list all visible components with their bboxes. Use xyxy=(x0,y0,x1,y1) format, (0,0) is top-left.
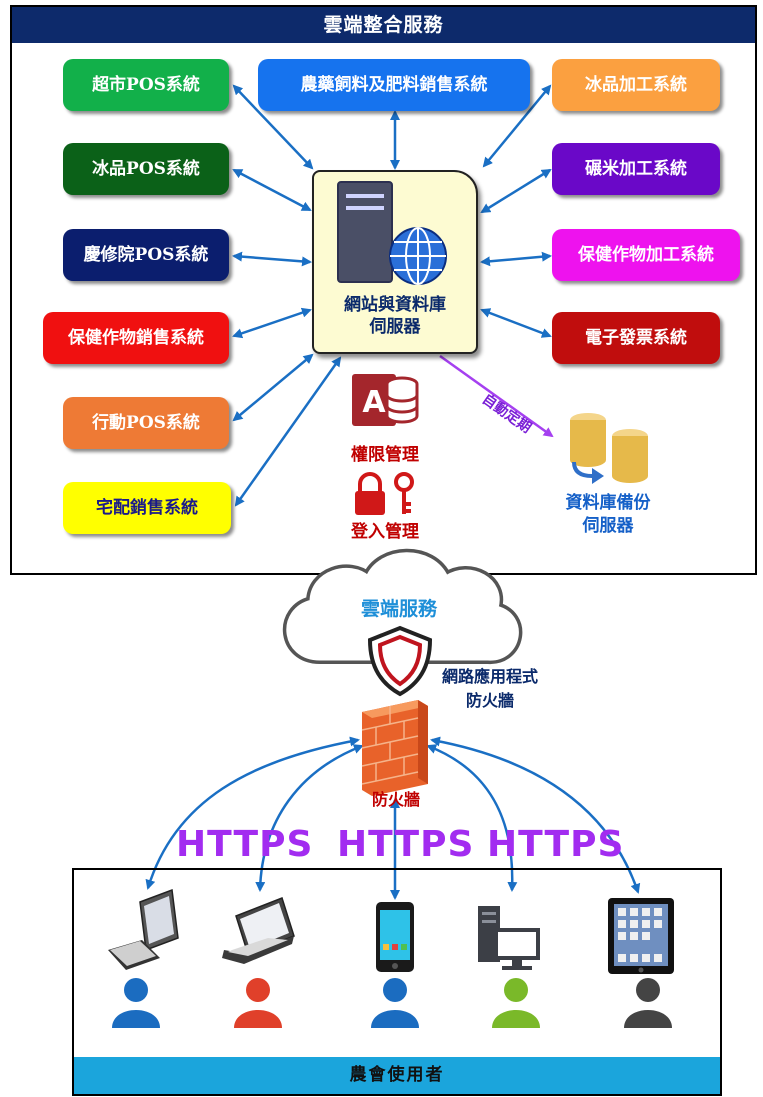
arrow-laptop xyxy=(255,744,364,892)
system-mobile-pos: 行動POS系統 xyxy=(63,397,229,449)
arrow-backup xyxy=(439,354,554,438)
users-bar: 農會使用者 xyxy=(74,1057,720,1094)
system-label: 電子發票系統 xyxy=(585,328,687,348)
system-health-processing: 保健作物加工系統 xyxy=(552,229,740,281)
cloud-label: 雲端服務 xyxy=(360,598,437,620)
desktop-computer-icon xyxy=(108,888,179,970)
users-panel xyxy=(72,868,722,1096)
desktop-tower-icon xyxy=(478,906,540,970)
server-globe-icon xyxy=(337,181,447,285)
arrow-ice-processing xyxy=(482,84,552,168)
database-backup-icon xyxy=(570,413,648,484)
user-person-icon xyxy=(492,978,540,1028)
tablet-icon xyxy=(608,898,674,974)
waf-label-line1: 網路應用程式 xyxy=(441,667,538,686)
https-label-right: HTTPS xyxy=(487,824,625,865)
system-label: 慶修院POS系統 xyxy=(83,245,209,265)
arrow-tablet xyxy=(430,736,641,894)
arrow-e-invoice xyxy=(480,308,552,338)
system-label: 保健作物加工系統 xyxy=(578,245,714,265)
web-database-server: 網站與資料庫 伺服器 xyxy=(312,170,478,354)
https-label-left: HTTPS xyxy=(176,824,314,865)
laptop-icon xyxy=(222,897,295,964)
firewall-label: 防火牆 xyxy=(371,790,420,809)
system-label: 超市POS系統 xyxy=(92,75,200,95)
firewall-icon xyxy=(361,700,428,796)
arrow-supermarket-pos xyxy=(232,84,314,170)
system-rice-milling: 碾米加工系統 xyxy=(552,143,720,195)
user-person-icon xyxy=(234,978,282,1028)
login-label: 登入管理 xyxy=(351,522,419,542)
server-label-line2: 伺服器 xyxy=(369,317,421,337)
server-label-line1: 網站與資料庫 xyxy=(344,295,446,315)
smartphone-icon xyxy=(376,902,414,972)
system-health-sales: 保健作物銷售系統 xyxy=(43,312,229,364)
access-database-icon: A xyxy=(352,374,419,426)
arrow-rice-milling xyxy=(480,168,552,214)
user-person-icon xyxy=(624,978,672,1028)
https-label-center: HTTPS xyxy=(337,824,475,865)
system-label: 宅配銷售系統 xyxy=(96,498,198,518)
arrow-delivery-sales xyxy=(234,356,342,507)
system-label: 碾米加工系統 xyxy=(585,159,687,179)
system-label: 行動POS系統 xyxy=(92,413,200,433)
system-ice-pos: 冰品POS系統 xyxy=(63,143,229,195)
system-label: 保健作物銷售系統 xyxy=(68,328,204,348)
arrow-health-sales xyxy=(232,307,312,339)
system-label: 冰品POS系統 xyxy=(92,159,200,179)
system-delivery-sales: 宅配銷售系統 xyxy=(63,482,231,534)
panel-title: 雲端整合服務 xyxy=(12,7,755,43)
user-person-icon xyxy=(371,978,419,1028)
backup-label-line2: 伺服器 xyxy=(582,516,634,536)
lock-key-icon xyxy=(355,472,414,515)
user-person-icon xyxy=(112,978,160,1028)
system-label: 冰品加工系統 xyxy=(585,75,687,95)
system-label: 農藥飼料及肥料銷售系統 xyxy=(300,75,488,95)
system-qingxiu-pos: 慶修院POS系統 xyxy=(63,229,229,281)
system-supermarket-pos: 超市POS系統 xyxy=(63,59,229,111)
system-e-invoice: 電子發票系統 xyxy=(552,312,720,364)
system-ice-processing: 冰品加工系統 xyxy=(552,59,720,111)
permission-label: 權限管理 xyxy=(351,445,419,465)
backup-label-line1: 資料庫備份 xyxy=(565,493,651,513)
system-pesticide-feed-fertilizer: 農藥飼料及肥料銷售系統 xyxy=(258,59,530,111)
arrow-qingxiu-pos xyxy=(232,251,312,267)
svg-text:A: A xyxy=(362,385,386,420)
arrow-ice-pos xyxy=(232,168,312,212)
waf-label-line2: 防火牆 xyxy=(465,691,514,710)
arrow-health-processing xyxy=(480,251,552,267)
